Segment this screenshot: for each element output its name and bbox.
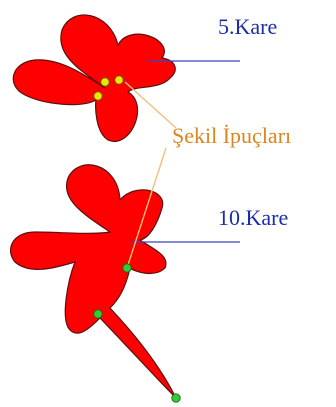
hint-point	[123, 264, 131, 272]
hint-point	[94, 310, 102, 318]
frame-10-label: 10.Kare	[218, 205, 288, 230]
hints-label: Şekil İpuçları	[172, 123, 291, 148]
hint-point	[94, 92, 102, 100]
frame-5-label: 5.Kare	[218, 14, 277, 39]
hint-point	[101, 78, 109, 86]
shape-frame-5	[13, 15, 175, 141]
hint-point	[172, 394, 180, 402]
hint-point	[115, 76, 123, 84]
shape-frame-10	[11, 165, 176, 398]
